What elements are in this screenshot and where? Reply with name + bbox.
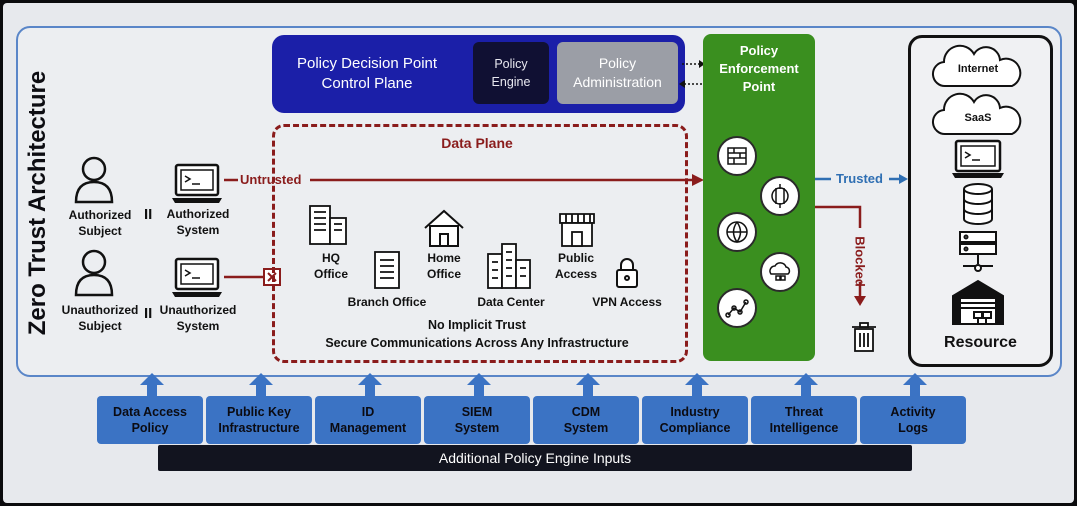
home-office-icon bbox=[424, 209, 464, 247]
public-access-icon bbox=[559, 213, 595, 247]
vpn-access-label: VPN Access bbox=[592, 295, 662, 309]
untrusted-flow-arrow bbox=[224, 174, 704, 186]
input-arrow bbox=[685, 373, 709, 397]
diagram-title: Zero Trust Architecture bbox=[24, 70, 51, 336]
padlock-icon bbox=[616, 258, 638, 288]
input-arrow bbox=[794, 373, 818, 397]
data-center-icon bbox=[487, 243, 531, 289]
trusted-flow-arrow bbox=[815, 174, 908, 184]
input-arrow bbox=[903, 373, 927, 397]
saas-cloud-icon bbox=[932, 92, 1022, 136]
traffic-inspection-icon bbox=[760, 176, 800, 216]
pairing-mark: II bbox=[144, 206, 153, 223]
input-arrow bbox=[358, 373, 382, 397]
user-icon bbox=[74, 249, 114, 297]
input-arrow bbox=[249, 373, 273, 397]
input-arrow bbox=[467, 373, 491, 397]
pairing-mark: II bbox=[144, 305, 153, 322]
data-plane-title: Data Plane bbox=[441, 135, 513, 151]
secure-communications-text: Secure Communications Across Any Infrast… bbox=[325, 336, 629, 350]
warehouse-icon bbox=[952, 279, 1004, 325]
network-globe-icon bbox=[717, 212, 757, 252]
no-implicit-trust-text: No Implicit Trust bbox=[428, 318, 526, 332]
server-icon bbox=[959, 231, 997, 272]
internet-cloud-icon bbox=[932, 44, 1022, 88]
input-arrow bbox=[576, 373, 600, 397]
blocked-flow-arrow bbox=[815, 205, 866, 306]
trusted-label: Trusted bbox=[836, 171, 883, 186]
laptop-icon bbox=[172, 257, 222, 297]
user-icon bbox=[74, 156, 114, 204]
blocked-label: Blocked bbox=[852, 236, 868, 287]
trash-icon bbox=[852, 322, 876, 352]
resource-label: Resource bbox=[944, 334, 1017, 351]
data-plane bbox=[272, 124, 688, 363]
laptop-icon bbox=[952, 139, 1004, 178]
firewall-icon bbox=[717, 136, 757, 176]
laptop-icon bbox=[172, 163, 222, 203]
analytics-icon bbox=[717, 288, 757, 328]
input-arrow bbox=[140, 373, 164, 397]
cloud-apps-icon bbox=[760, 252, 800, 292]
data-center-label: Data Center bbox=[477, 295, 545, 309]
branch-office-icon bbox=[374, 251, 400, 289]
saas-label: SaaS bbox=[964, 112, 992, 124]
untrusted-label: Untrusted bbox=[240, 172, 302, 187]
branch-office-label: Branch Office bbox=[347, 295, 427, 309]
hq-building-icon bbox=[309, 205, 347, 245]
internet-label: Internet bbox=[957, 63, 999, 75]
pdp-pep-link bbox=[679, 60, 705, 88]
additional-inputs-bar: Additional Policy Engine Inputs bbox=[158, 445, 912, 471]
database-icon bbox=[963, 183, 993, 225]
